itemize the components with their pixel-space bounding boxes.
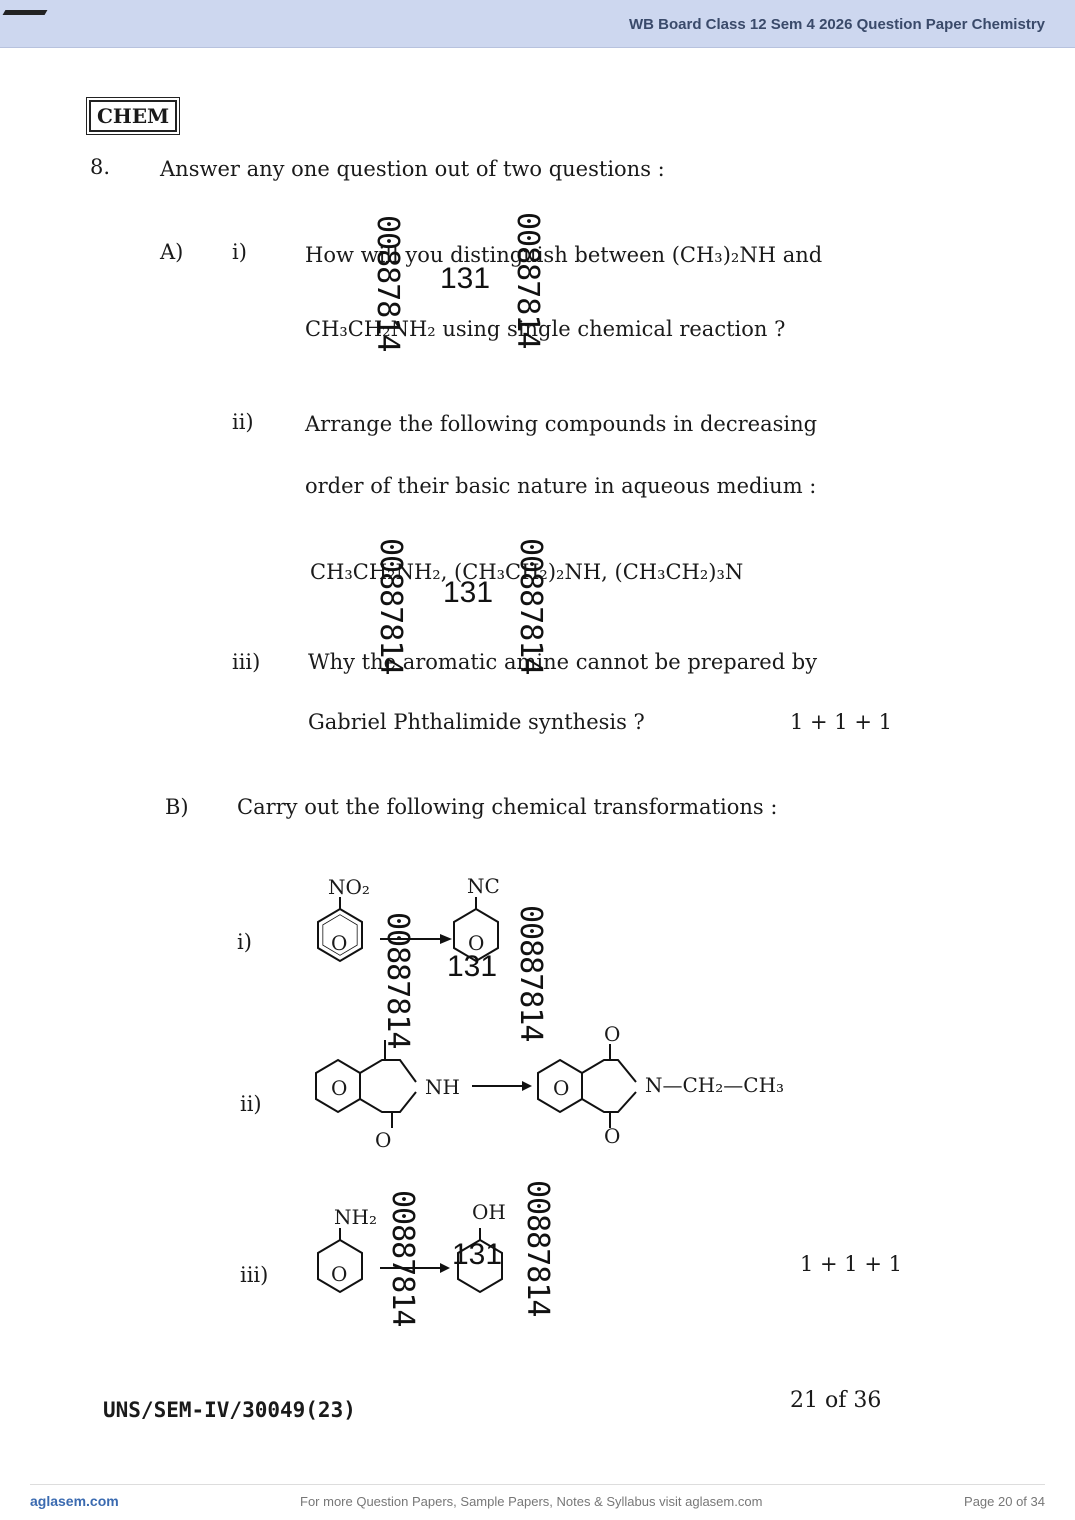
- serial-stamp: 00887814: [370, 215, 405, 352]
- b-ii-product-group: N—CH₂—CH₃: [645, 1073, 785, 1097]
- b-ii-reactant-group: NH: [425, 1075, 460, 1099]
- footer-page-number: Page 20 of 34: [964, 1494, 1045, 1509]
- footer-promo: For more Question Papers, Sample Papers,…: [300, 1494, 763, 1509]
- b-marks: 1 + 1 + 1: [800, 1252, 902, 1276]
- paper-page-of: 21 of 36: [790, 1388, 882, 1413]
- serial-stamp: 00887814: [373, 538, 408, 675]
- a-i-line1: How will you distinguish between (CH₃)₂N…: [305, 243, 823, 267]
- b-i-number: i): [237, 930, 252, 954]
- part-b-instruction: Carry out the following chemical transfo…: [237, 795, 778, 819]
- serial-stamp: 00887814: [380, 912, 415, 1049]
- footer-site-link[interactable]: aglasem.com: [30, 1493, 119, 1509]
- a-iii-line1: Why the aromatic amine cannot be prepare…: [308, 650, 818, 674]
- subject-box: CHEM: [85, 97, 181, 135]
- part-b-label: B): [165, 795, 189, 819]
- serial-stamp: 00887814: [510, 212, 545, 349]
- b-ii-carbonyl-o-top: O: [604, 1022, 621, 1046]
- b-iii-scheme: [317, 1228, 503, 1294]
- header-mark-icon: [2, 10, 48, 15]
- serial-stamp: 00887814: [385, 1190, 420, 1327]
- b-i-ring-o: O: [331, 931, 348, 955]
- b-iii-reactant-group: NH₂: [334, 1205, 377, 1229]
- b-i-product-group: NC: [467, 874, 500, 898]
- b-i-reactant-group: NO₂: [328, 875, 370, 899]
- b-iii-product-group: OH: [472, 1200, 506, 1224]
- b-iii-number: iii): [240, 1263, 269, 1287]
- a-ii-compounds: CH₃CH₂NH₂, (CH₃CH₂)₂NH, (CH₃CH₂)₃N: [310, 560, 744, 584]
- footer-divider: [30, 1484, 1045, 1485]
- serial-stamp: 00887814: [513, 538, 548, 675]
- code-stamp: 131: [443, 576, 494, 609]
- a-iii-number: iii): [232, 650, 261, 674]
- serial-stamp: 00887814: [513, 905, 548, 1042]
- a-i-line2: CH₃CH₂NH₂ using single chemical reaction…: [305, 317, 786, 341]
- a-ii-line1: Arrange the following compounds in decre…: [305, 412, 818, 436]
- code-stamp: 131: [440, 262, 491, 295]
- b-ii-scheme: [315, 1040, 637, 1128]
- question-instruction: Answer any one question out of two quest…: [160, 157, 665, 181]
- b-i-ring-o-product: O: [468, 931, 485, 955]
- b-i-scheme: [317, 897, 499, 963]
- a-marks: 1 + 1 + 1: [790, 710, 892, 734]
- a-iii-line2: Gabriel Phthalimide synthesis ?: [308, 710, 645, 734]
- serial-stamp: 00887814: [520, 1180, 555, 1317]
- b-ii-ring-o-product: O: [553, 1076, 570, 1100]
- a-ii-number: ii): [232, 410, 254, 434]
- a-ii-line2: order of their basic nature in aqueous m…: [305, 474, 817, 498]
- paper-code: UNS/SEM-IV/30049(23): [103, 1398, 356, 1422]
- question-number: 8.: [90, 155, 111, 179]
- b-iii-ring-o: O: [331, 1262, 348, 1286]
- b-ii-number: ii): [240, 1092, 262, 1116]
- b-ii-ring-o: O: [331, 1076, 348, 1100]
- b-ii-carbonyl-o-bottom: O: [604, 1124, 621, 1148]
- part-a-label: A): [160, 240, 184, 264]
- header-title: WB Board Class 12 Sem 4 2026 Question Pa…: [629, 16, 1045, 33]
- code-stamp: 131: [452, 1238, 503, 1271]
- b-ii-carbonyl-o: O: [375, 1128, 392, 1152]
- a-i-number: i): [232, 240, 247, 264]
- header-bar: WB Board Class 12 Sem 4 2026 Question Pa…: [0, 0, 1075, 48]
- code-stamp: 131: [447, 950, 498, 983]
